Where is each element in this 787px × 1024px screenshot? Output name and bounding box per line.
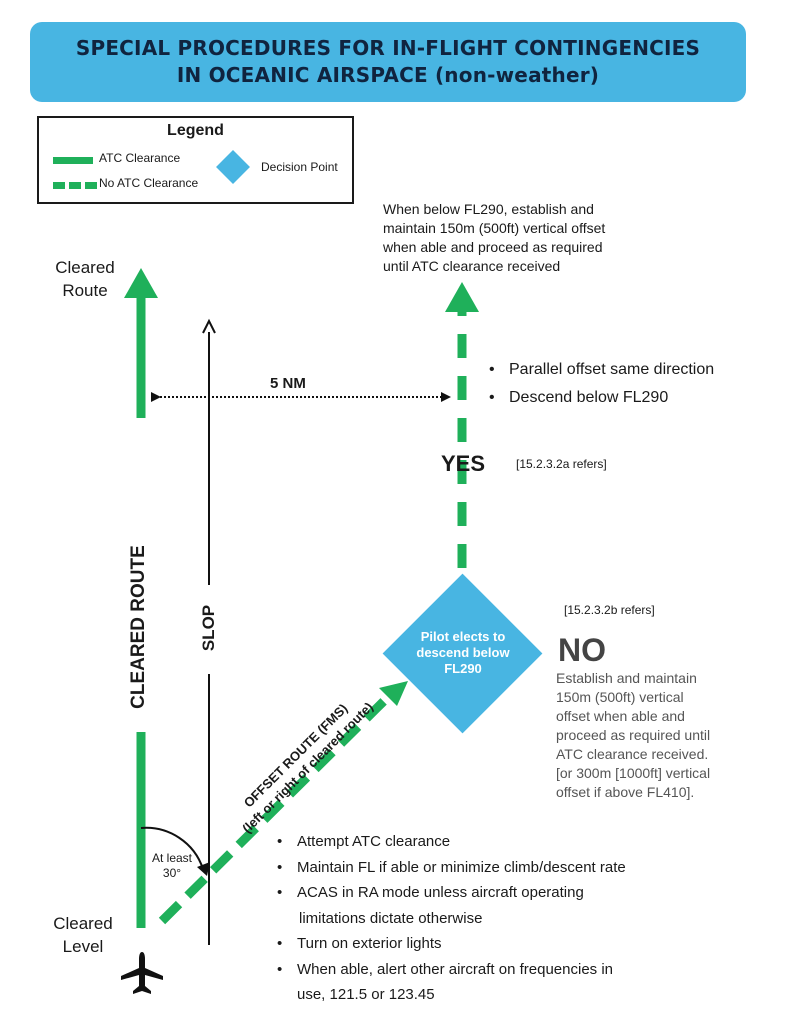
offset-route-arrowhead <box>379 681 408 706</box>
list-item: ACAS in RA mode unless aircraft operatin… <box>275 880 626 906</box>
legend-solid-line <box>53 157 93 164</box>
no-label: NO <box>558 632 606 668</box>
legend-box: Legend ATC Clearance No ATC Clearance De… <box>37 116 354 204</box>
list-item-continuation: limitations dictate otherwise <box>299 909 483 927</box>
legend-decision-point: Decision Point <box>261 160 338 174</box>
legend-no-atc-clearance: No ATC Clearance <box>99 176 199 190</box>
cleared-level-label: Cleared Level <box>53 914 113 956</box>
legend-dash-1 <box>53 182 65 189</box>
yes-reference: [15.2.3.2a refers] <box>516 457 607 471</box>
yes-label: YES <box>441 451 486 476</box>
list-item: Parallel offset same direction <box>487 356 714 384</box>
slop-label: SLOP <box>199 604 218 652</box>
title-line-1: SPECIAL PROCEDURES FOR IN-FLIGHT CONTING… <box>75 36 701 60</box>
list-item-continuation: use, 121.5 or 123.45 <box>297 986 435 1003</box>
cleared-route-arrowhead <box>124 268 158 298</box>
legend-title: Legend <box>167 122 224 139</box>
decision-text: Pilot elects to descend below FL290 <box>416 629 510 676</box>
offset-arrowhead-upper <box>445 282 479 312</box>
legend-dash-3 <box>85 182 97 189</box>
airplane-icon <box>121 952 163 994</box>
distance-label: 5 NM <box>270 375 306 392</box>
list-item: Attempt ATC clearance <box>275 829 626 855</box>
offset-route-dashed <box>158 695 390 925</box>
list-item: Descend below FL290 <box>487 384 714 412</box>
angle-arc-arrowhead <box>197 862 210 876</box>
no-reference: [15.2.3.2b refers] <box>564 603 655 617</box>
list-item: When able, alert other aircraft on frequ… <box>275 957 626 983</box>
no-note: Establish and maintain 150m (500ft) vert… <box>556 670 711 800</box>
contingency-actions-list: Attempt ATC clearance Maintain FL if abl… <box>275 829 626 1008</box>
list-item: Turn on exterior lights <box>275 931 626 957</box>
legend-atc-clearance: ATC Clearance <box>99 151 181 165</box>
angle-arc <box>140 826 204 870</box>
top-note: When below FL290, establish and maintain… <box>383 201 606 274</box>
cleared-route-vertical-label: CLEARED ROUTE <box>128 545 149 709</box>
title-line-2: IN OCEANIC AIRSPACE (non-weather) <box>176 63 600 87</box>
slop-arrowhead <box>202 318 216 334</box>
legend-dash-2 <box>69 182 81 189</box>
yes-bullet-list: Parallel offset same direction Descend b… <box>487 356 714 412</box>
cleared-route-label: Cleared Route <box>55 258 115 300</box>
list-item: Maintain FL if able or minimize climb/de… <box>275 855 626 881</box>
title-banner: SPECIAL PROCEDURES FOR IN-FLIGHT CONTING… <box>30 22 746 102</box>
angle-label: At least 30° <box>151 851 193 880</box>
